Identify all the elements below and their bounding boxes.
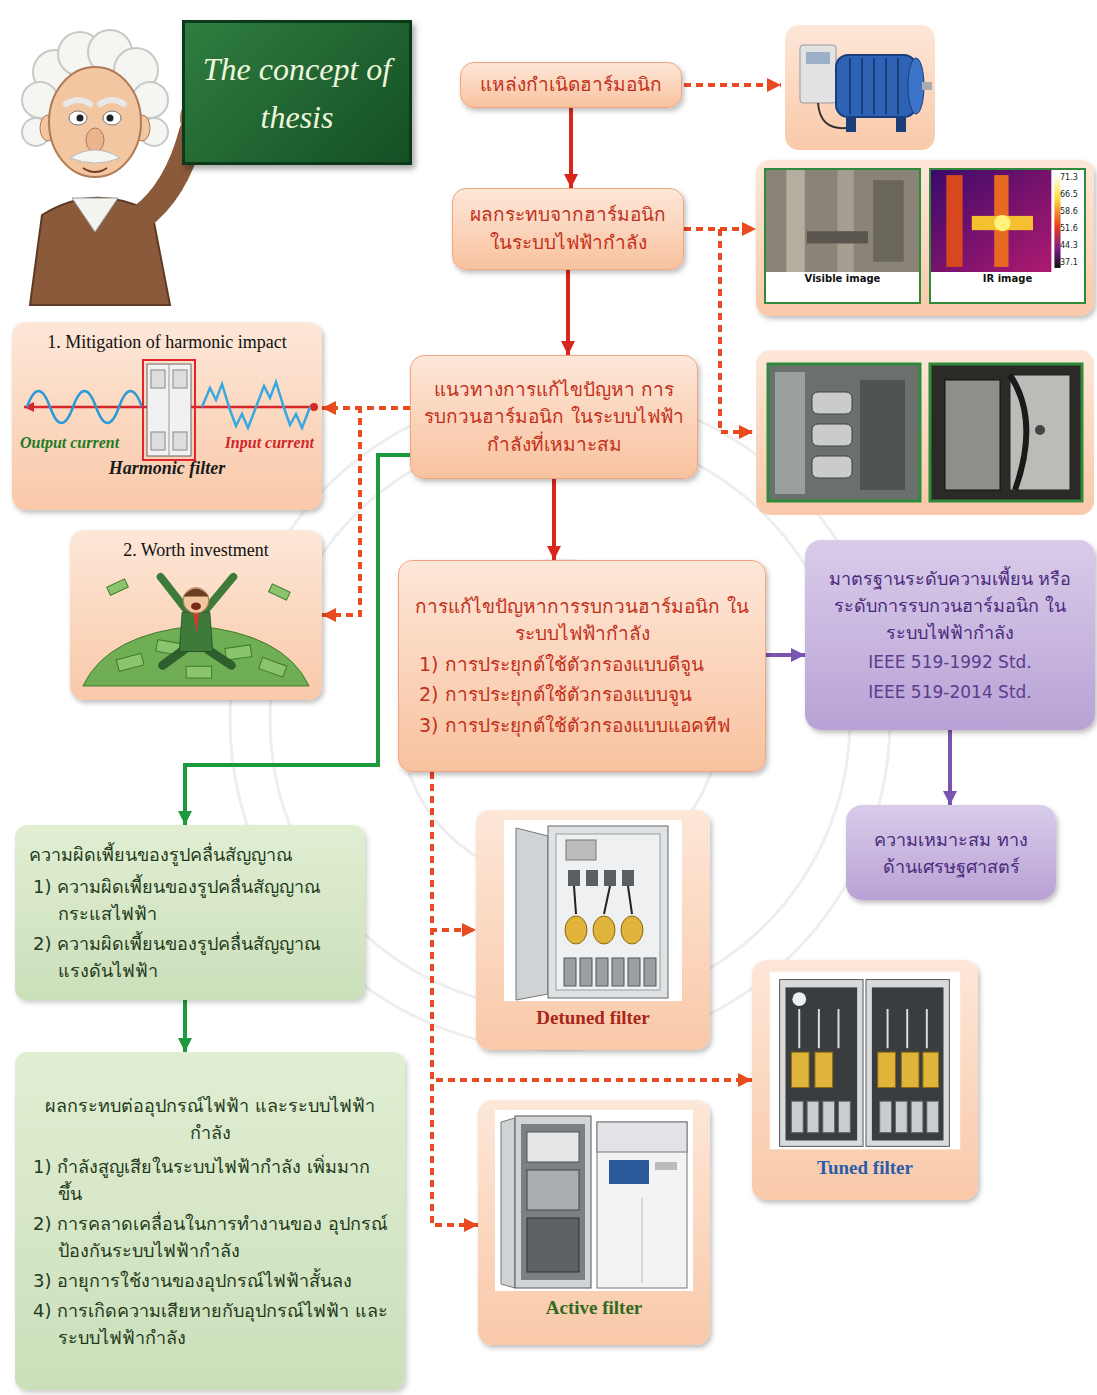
damage-photos <box>756 350 1094 515</box>
investment-box: 2. Worth investment <box>70 530 322 700</box>
device-label: Harmonic filter <box>20 458 314 479</box>
list-item: 3) การประยุกต์ใช้ตัวกรองแบบแอคทีฟ <box>419 712 753 740</box>
effect-box: ความผิดเพี้ยนของรูปคลื่นสัญญาณ 1) ความผิด… <box>15 825 365 1000</box>
filter-label: Detuned filter <box>484 1007 702 1029</box>
result-box: ความเหมาะสม ทางด้านเศรษฐศาสตร์ <box>846 805 1056 900</box>
standard-name: IEEE 519-1992 Std. <box>819 650 1081 676</box>
list-item: 2) การคลาดเคลื่อนในการทำงานของ อุปกรณ์ป้… <box>33 1210 391 1264</box>
image-row: Visible image IR image 71.3 66.5 58.6 51.6 44… <box>764 168 1086 304</box>
process-box: แนวทางการแก้ไขปัญหา การรบกวนฮาร์มอนิก ใน… <box>410 355 698 479</box>
list-item: 1) การประยุกต์ใช้ตัวกรองแบบดีจูน <box>419 651 753 679</box>
tuned-filter-cabinet <box>760 968 970 1153</box>
box-text: มาตรฐานระดับความเพี้ยน หรือระดับการรบกวน… <box>819 565 1081 646</box>
visible-photo <box>766 170 919 272</box>
detuned-filter-cabinet <box>484 818 702 1003</box>
box-text: The concept of thesis <box>199 45 395 141</box>
filter-label: Tuned filter <box>760 1157 970 1179</box>
box-text: ความผิดเพี้ยนของรูปคลื่นสัญญาณ <box>29 841 351 868</box>
process-box: แหล่งกำเนิดฮาร์มอนิก <box>460 62 682 108</box>
filter-illustration-box: 1. Mitigation of harmonic impactOutput c… <box>12 322 322 510</box>
investment-cartoon <box>78 562 314 687</box>
box-text: ความเหมาะสม ทางด้านเศรษฐศาสตร์ <box>860 826 1042 880</box>
list-item: 2) ความผิดเพี้ยนของรูปคลื่นสัญญาณ แรงดัน… <box>33 930 351 984</box>
standard-name: IEEE 519-2014 Std. <box>819 680 1081 706</box>
connector-arrow <box>322 408 410 615</box>
image-caption: Visible image <box>766 272 919 286</box>
thermal-photo <box>931 170 1084 272</box>
scale-value: 66.5 <box>1060 190 1078 199</box>
process-box: ผลกระทบจากฮาร์มอนิก ในระบบไฟฟ้ากำลัง <box>452 188 684 270</box>
list-item: 2) การประยุกต์ใช้ตัวกรองแบบจูน <box>419 681 753 709</box>
standard-box: มาตรฐานระดับความเพี้ยน หรือระดับการรบกวน… <box>805 540 1095 730</box>
connector-arrow <box>948 730 952 805</box>
title-board: The concept of thesis <box>182 20 412 165</box>
list-item: 3) อายุการใช้งานของอุปกรณ์ไฟฟ้าสั้นลง <box>33 1267 391 1294</box>
list-item: 4) การเกิดความเสียหายกับอุปกรณ์ไฟฟ้า และ… <box>33 1297 391 1351</box>
scale-value: 37.1 <box>1060 258 1078 267</box>
filter-box: Tuned filter <box>752 960 978 1200</box>
active-filter-cabinet <box>486 1108 702 1293</box>
photo-frame: Visible image <box>764 168 921 304</box>
label-row: Output current Input current <box>20 434 314 452</box>
effect-box: ผลกระทบต่ออุปกรณ์ไฟฟ้า และระบบไฟฟ้ากำลัง… <box>15 1052 405 1390</box>
signal-label: Output current <box>20 434 119 452</box>
image-caption: IR image <box>931 272 1084 286</box>
connector-arrow <box>432 772 752 1080</box>
box-title: 1. Mitigation of harmonic impact <box>20 330 314 354</box>
connector-arrow <box>684 227 756 231</box>
box-title: 2. Worth investment <box>78 538 314 562</box>
scale-value: 71.3 <box>1060 173 1078 182</box>
connector-arrow <box>566 270 570 355</box>
scale-value: 51.6 <box>1060 224 1078 233</box>
filter-label: Active filter <box>486 1297 702 1319</box>
connector-arrow <box>552 479 556 560</box>
connector-arrow <box>183 1000 187 1052</box>
photo-frame: IR image 71.3 66.5 58.6 51.6 44.3 37.1 <box>929 168 1086 304</box>
box-text: ผลกระทบต่ออุปกรณ์ไฟฟ้า และระบบไฟฟ้ากำลัง <box>29 1092 391 1146</box>
image-panel: Visible image IR image 71.3 66.5 58.6 51.6 44… <box>756 160 1094 316</box>
connector-arrow <box>432 772 478 1225</box>
motor-picture <box>785 25 935 150</box>
connector-arrow <box>569 108 573 188</box>
signal-label: Input current <box>225 434 314 452</box>
connector-arrow <box>766 653 805 657</box>
connector-arrow <box>432 772 476 930</box>
box-text: ผลกระทบจากฮาร์มอนิก ในระบบไฟฟ้ากำลัง <box>465 201 671 256</box>
list-item: 1) กำลังสูญเสียในระบบไฟฟ้ากำลัง เพิ่มมาก… <box>33 1153 391 1207</box>
process-box: การแก้ไขปัญหาการรบกวนฮาร์มอนิก ในระบบไฟฟ… <box>398 560 766 772</box>
box-text: การแก้ไขปัญหาการรบกวนฮาร์มอนิก ในระบบไฟฟ… <box>411 593 753 648</box>
cartoon-scientist <box>22 30 209 305</box>
filter-box: Active filter <box>478 1100 710 1345</box>
box-text: แหล่งกำเนิดฮาร์มอนิก <box>473 71 669 99</box>
scale-value: 44.3 <box>1060 241 1078 250</box>
box-text: แนวทางการแก้ไขปัญหา การรบกวนฮาร์มอนิก ใน… <box>423 376 685 459</box>
scale-value: 58.6 <box>1060 207 1078 216</box>
list-item: 1) ความผิดเพี้ยนของรูปคลื่นสัญญาณ กระแสไ… <box>33 873 351 927</box>
filter-box: Detuned filter <box>476 810 710 1050</box>
